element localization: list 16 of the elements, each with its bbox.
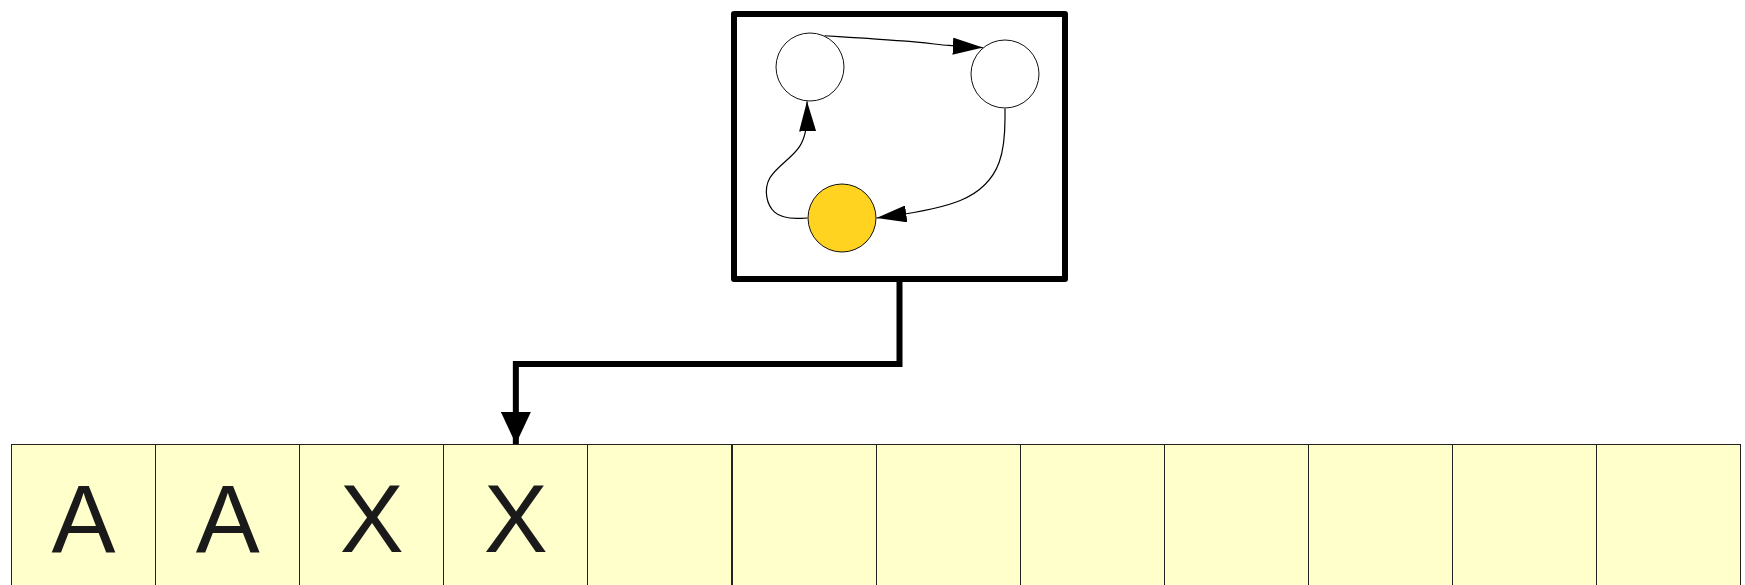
tape-cell: [1163, 444, 1309, 585]
tape-cell: X: [443, 444, 589, 585]
tape-cell: A: [155, 444, 301, 585]
tape-cell: X: [299, 444, 445, 585]
arrow: [765, 100, 817, 220]
tape-cell: [1307, 444, 1453, 585]
frame-box: [731, 11, 1068, 282]
tape-cell: [875, 444, 1021, 585]
tape-cell: [1452, 444, 1598, 585]
tape-cell: [1596, 444, 1742, 585]
arrow: [875, 107, 1006, 223]
arrow: [500, 282, 903, 444]
tape-cell: A: [11, 444, 157, 585]
tape-cell: [1019, 444, 1165, 585]
tape-cell: [731, 444, 877, 585]
tape-cell: [587, 444, 733, 585]
